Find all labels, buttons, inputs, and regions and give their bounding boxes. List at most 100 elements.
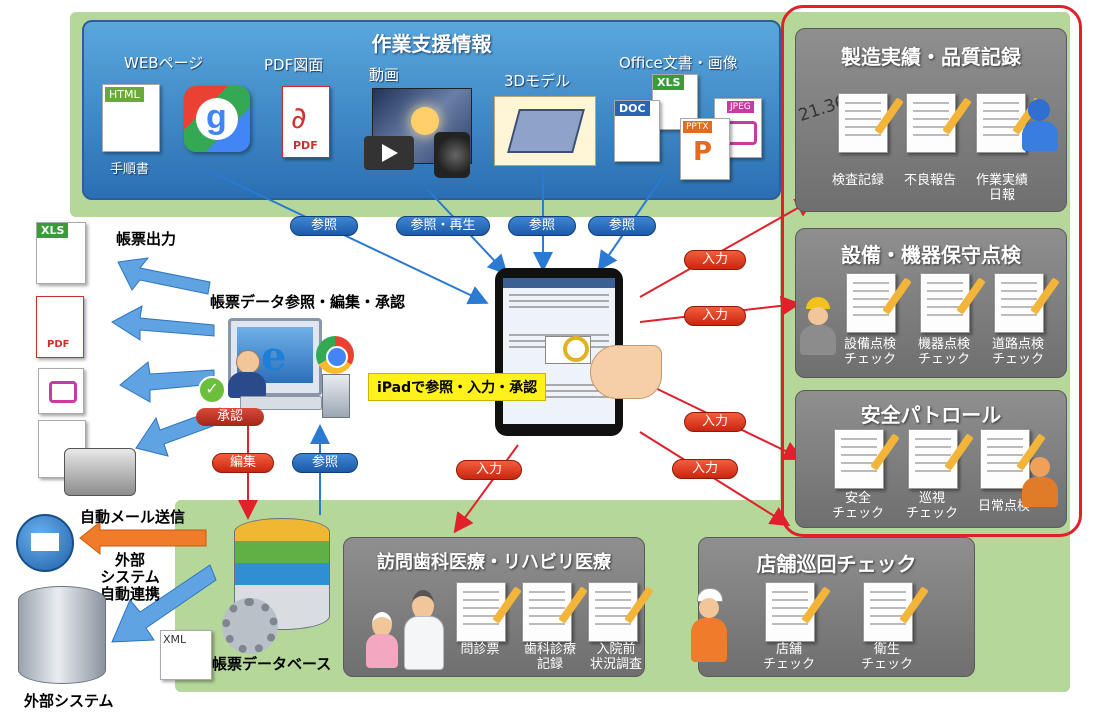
ipad-caption: iPadで参照・入力・承認 [368, 373, 547, 401]
dental-record-doc-icon [522, 582, 588, 642]
auto-mail-arrow [79, 520, 207, 556]
patrol-check-label: 巡視 チェック [905, 491, 958, 521]
html-badge: HTML [105, 87, 144, 102]
output-arrows [111, 257, 225, 643]
defect-report-label: 不良報告 [903, 173, 956, 188]
approve-pill: 承認 [196, 408, 264, 426]
equipment-panel: 設備・機器保守点検 設備点検 チェック 機器点検 チェック 道路点検 チェック [795, 228, 1067, 378]
speaker-icon [434, 132, 470, 178]
ref-pill-office: 参照 [588, 216, 656, 236]
pre-admission-label: 入院前 状況調査 [589, 642, 642, 672]
dental-panel: 訪問歯科医療・リハビリ医療 問診票 歯科診療 記録 入院前 状況調査 [343, 537, 654, 677]
safety-check-label: 安全 チェック [831, 491, 884, 521]
work-report-doc-icon [976, 93, 1042, 153]
patrol-check-doc-icon [908, 429, 974, 489]
media-label-pdf: PDF図面 [264, 56, 324, 74]
hygiene-check-label: 衛生 チェック [860, 642, 913, 672]
right-red-frame [781, 5, 1082, 537]
output-arrow-pdf [111, 305, 215, 341]
pptx-badge: PPTX [683, 121, 712, 133]
ref-pill-db: 参照 [292, 453, 358, 473]
check-badge-icon: ✓ [198, 376, 226, 404]
questionnaire-doc-icon [456, 582, 522, 642]
html-document-icon: HTML [102, 84, 160, 152]
external-link-arrow [111, 564, 217, 643]
doc-icon: DOC [614, 100, 660, 162]
media-label-3d: 3Dモデル [504, 72, 571, 90]
pdf-text: PDF [293, 139, 318, 152]
google-icon: g [184, 86, 250, 152]
arrow-ipad-to-dental [453, 444, 519, 534]
equipment-check-label: 設備点検 チェック [843, 337, 896, 367]
xls-output-badge: XLS [37, 223, 69, 238]
store-check-label: 店舗 チェック [762, 642, 815, 672]
envelope-icon [31, 533, 59, 551]
inspector-worker-icon [1020, 99, 1060, 153]
report-output-label: 帳票出力 [116, 230, 177, 248]
store-worker-icon [689, 588, 729, 664]
powerpoint-logo-icon: P [693, 137, 713, 167]
ipad-device[interactable] [495, 268, 623, 436]
pdf-output-icon: PDF [36, 296, 84, 358]
pre-admission-doc-icon [588, 582, 654, 642]
play-button-icon [364, 136, 414, 170]
xml-badge: XML [163, 633, 187, 646]
report-data-label: 帳票データ参照・編集・承認 [210, 293, 406, 311]
work-support-panel: 作業支援情報 WEBページ PDF図面 動画 3Dモデル Office文書・画像… [82, 20, 781, 200]
jpeg-output-icon [38, 368, 84, 414]
ref-pill-3d: 参照 [508, 216, 576, 236]
helmet-worker-icon [798, 297, 838, 357]
input-pill-safety: 入力 [684, 412, 746, 432]
output-arrow-xls [117, 257, 211, 295]
input-pill-store: 入力 [672, 459, 738, 479]
hygiene-check-doc-icon [863, 582, 929, 642]
manufacturing-title: 製造実績・品質記録 [841, 45, 1021, 69]
external-system-db-icon [18, 586, 106, 684]
safety-title: 安全パトロール [860, 403, 1002, 427]
doc-badge: DOC [615, 101, 650, 116]
device-check-doc-icon [920, 273, 986, 333]
doctor-icon [402, 590, 444, 670]
equipment-title: 設備・機器保守点検 [841, 243, 1021, 267]
daily-check-doc-icon [980, 429, 1046, 489]
inspection-record-doc-icon [838, 93, 904, 153]
manufacturing-panel: 製造実績・品質記録 21.36 検査記録 不良報告 作業実績 日報 [795, 28, 1067, 212]
device-check-label: 機器点検 チェック [917, 337, 970, 367]
store-panel: 店舗巡回チェック 店舗 チェック 衛生 チェック [691, 537, 975, 677]
external-link-label: 外部 システム 自動連携 [100, 551, 161, 603]
arrow-web-to-ipad [206, 169, 489, 305]
pptx-icon: PPTX P [680, 118, 730, 180]
equipment-check-doc-icon [846, 273, 912, 333]
report-db-label: 帳票データベース [212, 655, 332, 673]
pdf-output-text: PDF [47, 339, 70, 350]
ie-logo-icon: e [261, 333, 287, 380]
xls-badge: XLS [653, 75, 685, 90]
pdf-drawing-icon: ∂ PDF [282, 86, 330, 158]
chrome-logo-icon [316, 336, 354, 374]
input-pill-dental: 入力 [456, 460, 522, 480]
auto-mail-label: 自動メール送信 [80, 508, 186, 526]
mail-icon [16, 514, 74, 572]
touch-circle-icon [563, 336, 589, 362]
input-pill-manufacturing: 入力 [684, 250, 746, 270]
road-check-label: 道路点検 チェック [991, 337, 1044, 367]
manual-label: 手順書 [110, 162, 150, 177]
pc-tower-icon [322, 374, 350, 418]
patrol-worker-icon [1020, 457, 1060, 509]
3d-model-image [494, 96, 596, 166]
edit-pill: 編集 [212, 453, 274, 473]
user-avatar-icon [226, 350, 266, 398]
media-label-video: 動画 [369, 66, 400, 84]
media-label-web: WEBページ [124, 54, 204, 72]
gear-icon [222, 598, 278, 654]
inspection-record-label: 検査記録 [831, 173, 884, 188]
xls-output-icon: XLS [36, 222, 86, 284]
store-check-doc-icon [765, 582, 831, 642]
hand-icon [590, 345, 662, 399]
keyboard-icon [240, 396, 322, 410]
ref-pill-video: 参照・再生 [396, 216, 490, 236]
nurse-icon [364, 612, 400, 670]
media-label-office: Office文書・画像 [619, 54, 738, 72]
work-report-label: 作業実績 日報 [975, 173, 1028, 203]
dental-title: 訪問歯科医療・リハビリ医療 [377, 552, 611, 573]
